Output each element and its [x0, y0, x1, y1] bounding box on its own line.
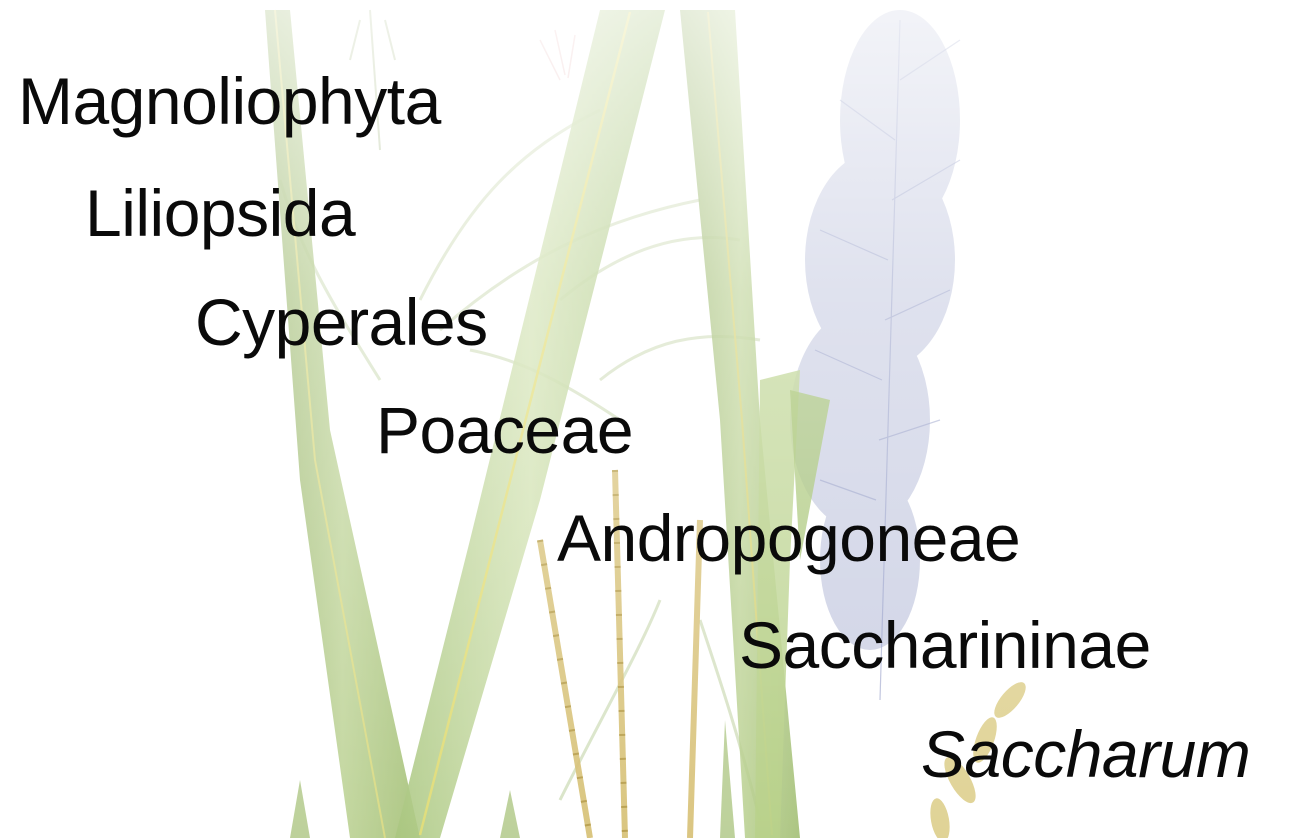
taxon-class: Liliopsida: [85, 180, 355, 246]
taxon-tribe: Andropogoneae: [557, 505, 1020, 571]
taxon-subtribe: Saccharininae: [739, 612, 1151, 678]
taxon-family: Poaceae: [376, 397, 633, 463]
taxon-genus: Saccharum: [921, 721, 1250, 787]
taxon-division: Magnoliophyta: [18, 68, 441, 134]
taxon-order: Cyperales: [195, 289, 488, 355]
